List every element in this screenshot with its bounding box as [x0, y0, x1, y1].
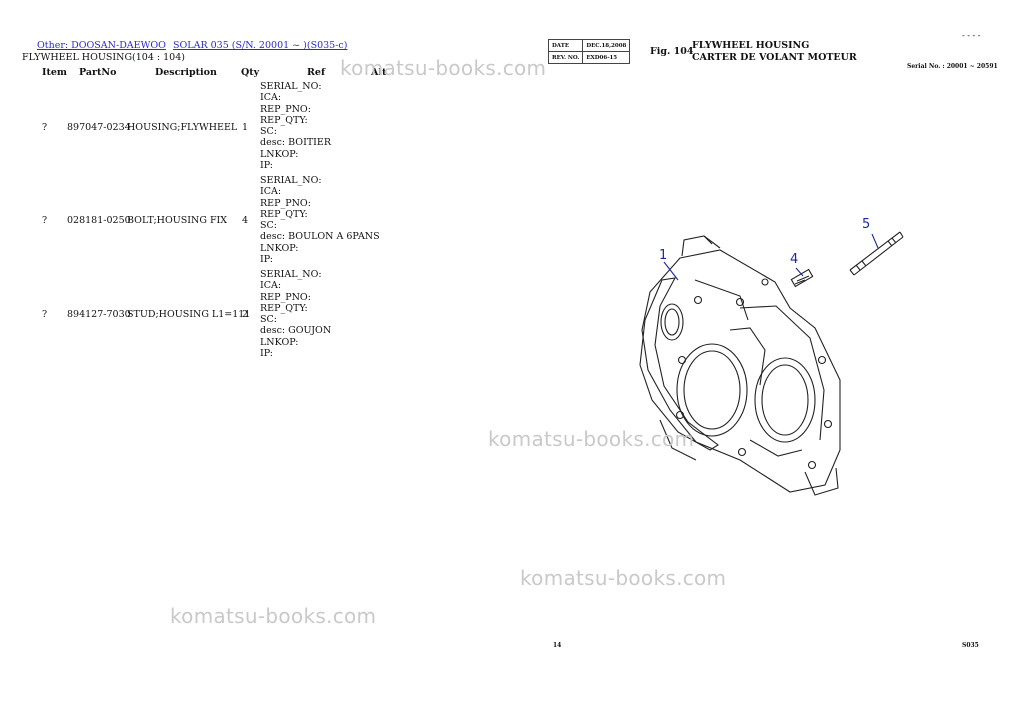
meta-rep-qty: REP_QTY: — [260, 302, 308, 314]
meta-sc: SC: — [260, 126, 277, 138]
callout-4: 4 — [790, 252, 799, 267]
row-item: ? — [42, 122, 48, 133]
page-code: S035 — [962, 642, 979, 649]
row-meta: SERIAL_NO: ICA: REP_PNO: REP_QTY: SC: de… — [260, 175, 380, 265]
meta-rep-pno: REP_PNO: — [260, 197, 311, 209]
row-qty: 1 — [242, 122, 249, 133]
col-header-qty: Qty — [241, 67, 260, 78]
row-partno: 897047-0234 — [67, 122, 131, 133]
col-header-partno: PartNo — [79, 67, 117, 78]
meta-ip: IP: — [260, 160, 274, 172]
watermark: komatsu-books.com — [520, 566, 727, 590]
figure-title: FLYWHEEL HOUSING CARTER DE VOLANT MOTEUR — [692, 40, 857, 64]
watermark: komatsu-books.com — [488, 427, 695, 451]
date-value: DEC.18,2008 — [582, 39, 631, 52]
meta-sc: SC: — [260, 220, 277, 232]
meta-rep-pno: REP_PNO: — [260, 291, 311, 303]
meta-sc: SC: — [260, 314, 277, 326]
meta-ip: IP: — [260, 348, 274, 360]
meta-desc: desc: BOULON A 6PANS — [260, 231, 380, 243]
meta-rep-pno: REP_PNO: — [260, 103, 311, 115]
housing-left-port — [660, 303, 684, 341]
housing-outline — [641, 249, 841, 493]
stud-part — [849, 231, 904, 276]
col-header-item: Item — [42, 67, 67, 78]
meta-ip: IP: — [260, 254, 274, 266]
meta-ica: ICA: — [260, 280, 282, 292]
bolt-part — [790, 268, 814, 288]
page-number: 14 — [553, 642, 562, 649]
meta-rep-qty: REP_QTY: — [260, 208, 308, 220]
serial-range: Serial No. : 20001 ~ 20591 — [907, 63, 998, 70]
figure-title-en: FLYWHEEL HOUSING — [692, 40, 810, 51]
figure-title-fr: CARTER DE VOLANT MOTEUR — [692, 52, 857, 63]
housing-center-bore — [676, 343, 748, 437]
meta-lnkop: LNKOP: — [260, 336, 299, 348]
top-dash: - - - - — [962, 31, 981, 40]
row-description: BOLT;HOUSING FIX — [127, 215, 228, 226]
col-header-ref: Ref — [307, 67, 326, 78]
figure-number: Fig. 104 — [650, 46, 694, 57]
watermark: komatsu-books.com — [340, 56, 547, 80]
meta-rep-qty: REP_QTY: — [260, 114, 308, 126]
row-qty: 2 — [242, 309, 249, 320]
breadcrumb: Other: DOOSAN-DAEWOO SOLAR 035 (S/N. 200… — [37, 40, 347, 51]
callout-5: 5 — [862, 217, 871, 232]
housing-back-plate — [639, 277, 719, 451]
flywheel-housing-drawing — [639, 231, 904, 496]
row-partno: 894127-7030 — [67, 309, 131, 320]
row-meta: SERIAL_NO: ICA: REP_PNO: REP_QTY: SC: de… — [260, 269, 331, 359]
breadcrumb-link-model[interactable]: SOLAR 035 (S/N. 20001 ~ )(S035-c) — [172, 40, 348, 51]
row-item: ? — [42, 309, 48, 320]
meta-serial-no: SERIAL_NO: — [260, 175, 322, 186]
meta-ica: ICA: — [260, 92, 282, 104]
row-meta: SERIAL_NO: ICA: REP_PNO: REP_QTY: SC: de… — [260, 81, 331, 171]
row-description: HOUSING;FLYWHEEL — [127, 122, 238, 133]
meta-desc: desc: BOITIER — [260, 137, 331, 149]
col-header-alt: Alt — [371, 67, 387, 78]
breadcrumb-link-category[interactable]: Other: DOOSAN-DAEWOO — [37, 40, 166, 51]
watermark: komatsu-books.com — [170, 604, 377, 628]
rev-value: EXD06-15 — [582, 51, 631, 64]
col-header-description: Description — [155, 67, 217, 78]
revision-box: DATE DEC.18,2008 REV. NO. EXD06-15 — [547, 39, 631, 64]
housing-right-bore — [754, 357, 816, 443]
meta-ica: ICA: — [260, 186, 282, 198]
meta-desc: desc: GOUJON — [260, 325, 332, 337]
date-label: DATE — [547, 39, 584, 52]
meta-serial-no: SERIAL_NO: — [260, 81, 322, 92]
callout-1: 1 — [659, 248, 668, 263]
rev-label: REV. NO. — [547, 51, 584, 64]
page-title: FLYWHEEL HOUSING(104 : 104) — [22, 52, 185, 63]
row-partno: 028181-0250 — [67, 215, 131, 226]
housing-top-boss — [681, 235, 721, 257]
row-description: STUD;HOUSING L1=111 — [127, 309, 251, 320]
meta-lnkop: LNKOP: — [260, 148, 299, 160]
row-item: ? — [42, 215, 48, 226]
meta-lnkop: LNKOP: — [260, 242, 299, 254]
meta-serial-no: SERIAL_NO: — [260, 269, 322, 280]
row-qty: 4 — [242, 215, 249, 226]
